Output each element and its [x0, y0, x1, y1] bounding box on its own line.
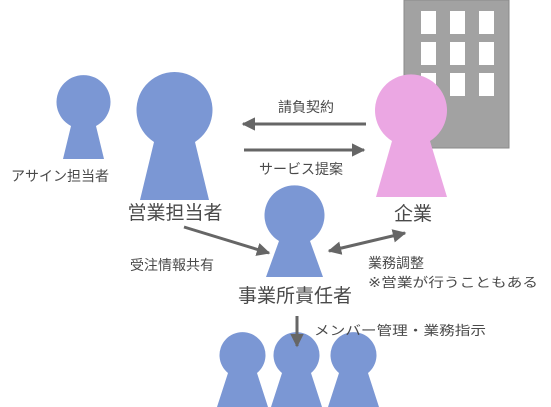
- client-label: 企業: [394, 203, 432, 225]
- coordination-arrow: [327, 229, 407, 255]
- member-person-icon: [328, 332, 379, 407]
- building-window: [421, 42, 436, 65]
- member-management-label: メンバー管理・業務指示: [314, 323, 486, 339]
- member-person-icon: [271, 332, 322, 407]
- building-window: [450, 73, 465, 96]
- building-window: [450, 11, 465, 34]
- sales-person-icon: [136, 72, 213, 200]
- order-share-label: 受注情報共有: [130, 258, 214, 274]
- building-window: [450, 42, 465, 65]
- coordination-note: ※営業が行うこともある: [368, 275, 538, 291]
- building-window: [479, 11, 494, 34]
- building-windows: [421, 11, 494, 96]
- contract-label: 請負契約: [278, 100, 334, 116]
- manager-person-icon: [264, 185, 325, 277]
- member-person-icon: [217, 332, 268, 407]
- building-window: [479, 42, 494, 65]
- assign-person-icon: [56, 75, 111, 159]
- order-share-arrow: [183, 225, 271, 256]
- service-proposal-label: サービス提案: [259, 161, 343, 178]
- building-window: [421, 11, 436, 34]
- assign-person-label: アサイン担当者: [11, 169, 109, 185]
- client-person-icon: [375, 74, 448, 197]
- sales-person-label: 営業担当者: [127, 202, 222, 224]
- coordination-label: 業務調整: [368, 256, 424, 272]
- building-window: [479, 73, 494, 96]
- manager-label: 事業所責任者: [238, 285, 352, 307]
